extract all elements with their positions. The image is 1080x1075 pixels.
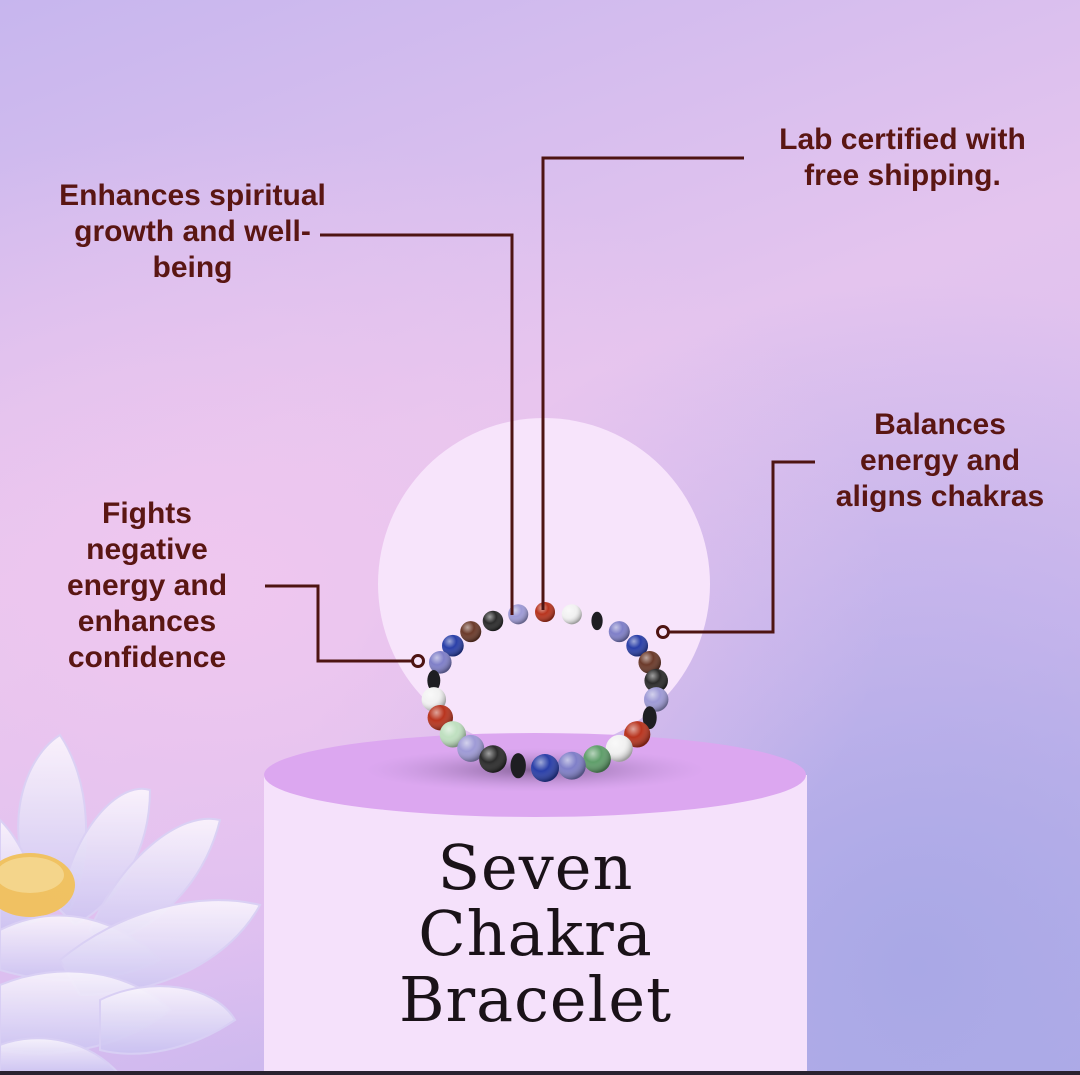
bead-highlight	[643, 687, 669, 712]
bead-highlight	[605, 734, 633, 762]
bead-highlight	[561, 604, 582, 625]
title-line: Bracelet	[398, 963, 672, 1036]
callout-balance: Balances energy and aligns chakras	[835, 408, 1045, 513]
bead-highlight	[626, 634, 649, 657]
bead-highlight	[479, 745, 507, 773]
spacer-bead	[642, 706, 657, 730]
bead-highlight	[608, 621, 630, 643]
bead-highlight	[624, 721, 651, 748]
bead-highlight	[457, 734, 485, 762]
callout-lab: Lab certified with free shipping.	[779, 123, 1026, 192]
product-title: Seven Chakra Bracelet	[264, 835, 807, 1033]
lotus-flower-icon	[0, 733, 262, 1075]
leader-line-lab	[541, 156, 744, 610]
callout-negative: Fights negative energy and enhances conf…	[66, 497, 228, 674]
bead-highlight	[557, 751, 586, 780]
bead-highlight	[638, 651, 662, 674]
title-line: Chakra	[418, 897, 653, 970]
leader-dot-negative	[411, 654, 425, 668]
bead-highlight	[439, 721, 466, 748]
spacer-bead	[510, 753, 526, 779]
bead-highlight	[583, 745, 611, 773]
bead-highlight	[531, 754, 559, 782]
bead-highlight	[535, 602, 555, 622]
leader-line-negative	[265, 584, 417, 663]
leader-line-balance	[664, 460, 815, 634]
bottom-edge	[0, 1071, 1080, 1075]
leader-dot-balance	[656, 625, 670, 639]
bead-highlight	[428, 651, 452, 674]
bead-highlight	[441, 634, 464, 657]
bead-bracelet-image	[421, 602, 669, 782]
spacer-bead	[591, 611, 603, 631]
leader-lines	[265, 156, 815, 668]
leader-line-spiritual	[320, 233, 514, 615]
bead-highlight	[460, 621, 482, 643]
spacer-bead	[427, 670, 441, 692]
title-line: Seven	[437, 831, 634, 904]
callout-spiritual: Enhances spiritual growth and well- bein…	[59, 179, 326, 284]
bead-highlight	[644, 668, 668, 693]
bead-highlight	[482, 610, 504, 632]
